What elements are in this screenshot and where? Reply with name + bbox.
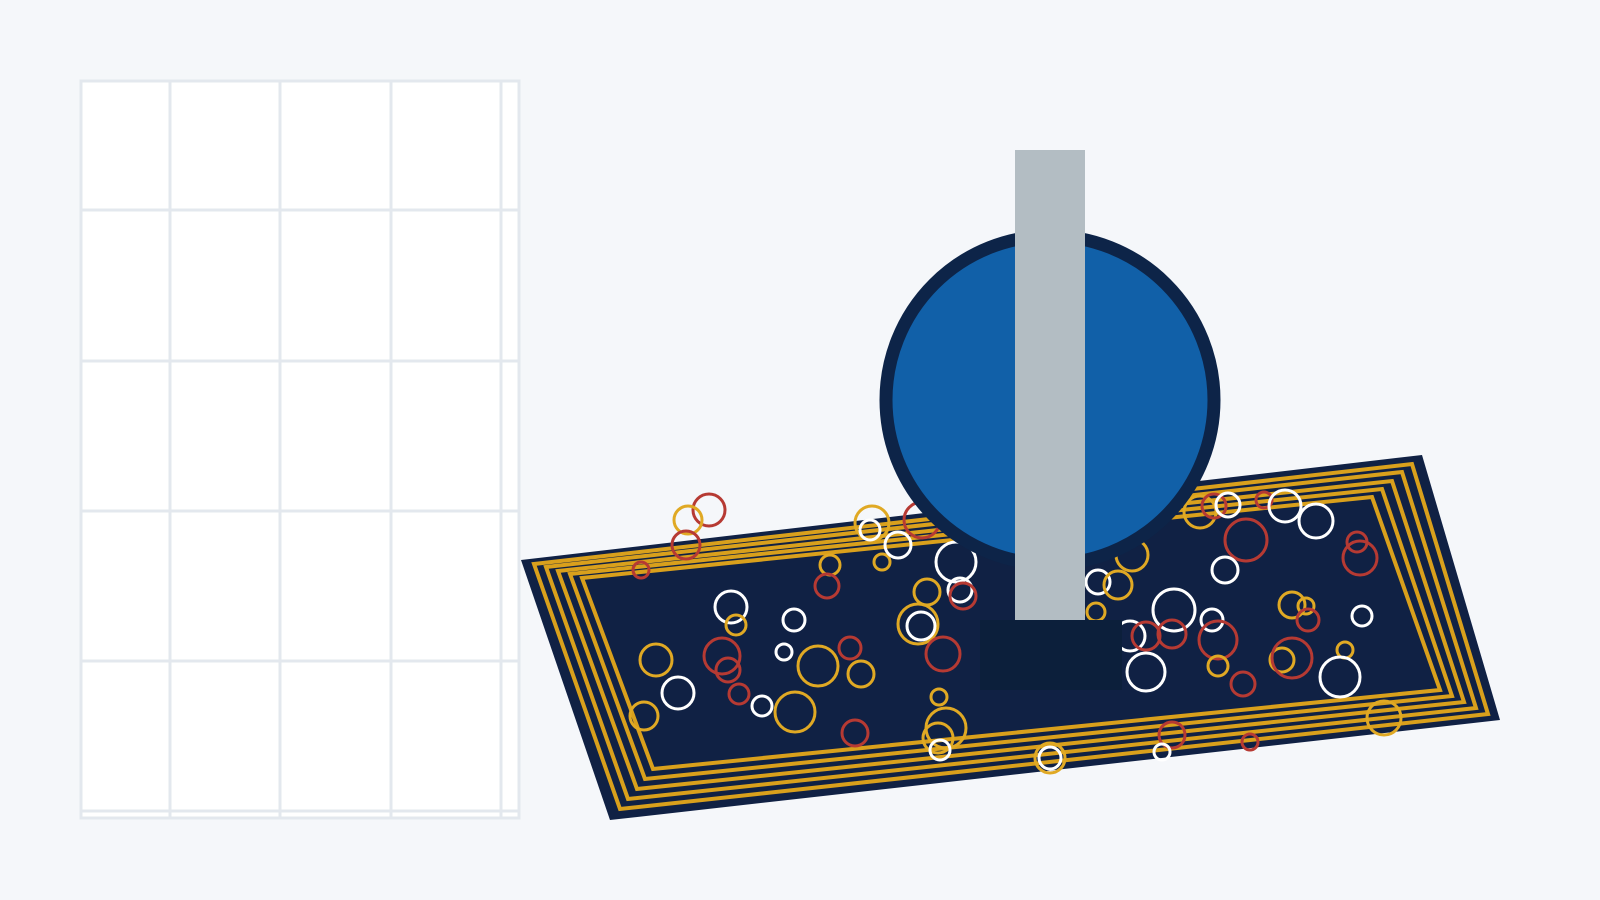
ring (905, 610, 937, 642)
ring (924, 635, 962, 673)
ring (921, 721, 955, 755)
ring (1210, 555, 1240, 585)
ring (929, 687, 949, 707)
grid-panel (79, 79, 521, 820)
ring (773, 690, 817, 734)
ring (774, 642, 794, 662)
ring (796, 644, 840, 688)
ring (1200, 492, 1228, 520)
ring (948, 581, 978, 611)
ring (1223, 517, 1269, 563)
ring (1102, 569, 1134, 601)
ring-pattern (628, 488, 1403, 775)
ring (1297, 502, 1335, 540)
ring (1270, 636, 1314, 680)
ring (1156, 618, 1188, 650)
ring (837, 635, 863, 661)
ring (691, 492, 727, 528)
ring (1254, 490, 1274, 510)
ring (896, 602, 940, 646)
ring (1365, 699, 1403, 737)
ring (1295, 607, 1321, 633)
ring (1125, 651, 1167, 693)
ring (1267, 488, 1303, 524)
ring (928, 738, 952, 762)
ring (1318, 655, 1362, 699)
ring (713, 589, 749, 625)
ring (1199, 607, 1225, 633)
ring (660, 675, 696, 711)
ring (1084, 568, 1112, 596)
ring (858, 518, 882, 542)
ring (750, 694, 774, 718)
ring (1206, 654, 1230, 678)
ring (727, 682, 751, 706)
ring (846, 659, 876, 689)
ring (1033, 741, 1067, 775)
ring (714, 656, 742, 684)
ring (781, 607, 807, 633)
ring (1345, 530, 1369, 554)
ring (1157, 720, 1187, 750)
ring (1151, 587, 1197, 633)
ring (946, 576, 974, 604)
ring (1037, 745, 1063, 771)
ring (813, 572, 841, 600)
ring (1296, 596, 1316, 616)
ring (1277, 590, 1307, 620)
ring (1214, 491, 1242, 519)
ring (1182, 494, 1218, 530)
ring (670, 529, 702, 561)
base-block (980, 620, 1122, 690)
ring (1197, 619, 1239, 661)
vertical-bar (1015, 150, 1085, 620)
ring (672, 504, 704, 536)
ring (872, 552, 892, 572)
ring (628, 700, 660, 732)
ring (702, 636, 742, 676)
ring (631, 560, 651, 580)
ring (1350, 604, 1374, 628)
ring (638, 642, 674, 678)
ring (1341, 539, 1379, 577)
ring (840, 718, 870, 748)
grid-panel-background (79, 79, 521, 820)
ring (1240, 732, 1260, 752)
ring (1152, 742, 1172, 762)
ring (1229, 670, 1257, 698)
ring (1130, 620, 1162, 652)
ring (883, 530, 913, 560)
ring (1268, 646, 1296, 674)
ring (724, 613, 748, 637)
